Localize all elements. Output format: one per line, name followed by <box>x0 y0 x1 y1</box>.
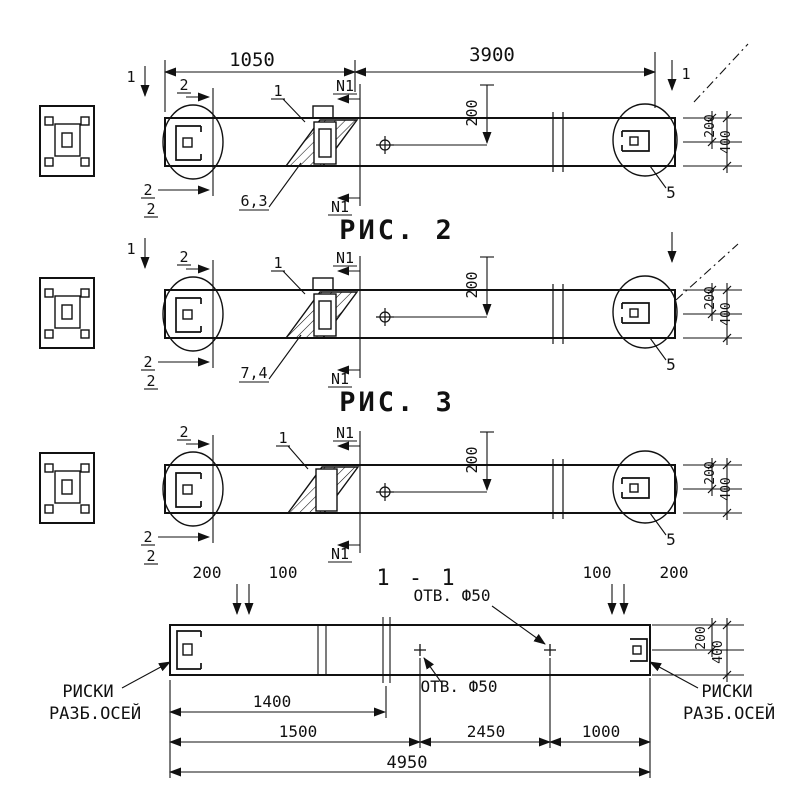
section-title: 1 - 1 <box>376 566 457 591</box>
hole-leader-top <box>491 605 546 645</box>
cut1-left-label: 1 <box>126 68 135 86</box>
dim-3900: 3900 <box>469 44 515 66</box>
dim-1050: 1050 <box>229 49 275 71</box>
axis-leader-left <box>121 661 171 689</box>
dim-mid-200: 200 <box>463 271 481 298</box>
detail1-label: 1 <box>273 254 282 272</box>
hole-leader-bottom <box>423 657 442 683</box>
detail5-label: 5 <box>666 530 676 549</box>
dim-left-100: 100 <box>269 563 298 582</box>
fig3-mid-detail <box>276 445 360 514</box>
dim-1500: 1500 <box>279 722 318 741</box>
cut2-top-label: 2 <box>179 248 188 266</box>
weld-size-label: 7,4 <box>240 364 267 382</box>
dim-right-200: 200 <box>703 461 718 484</box>
dim-right-200: 200 <box>703 286 718 309</box>
cut1-left-label: 1 <box>126 240 135 258</box>
cut2-top-label: 2 <box>179 76 188 94</box>
n1-bottom-label: N1 <box>331 545 349 563</box>
fig1-mid-detail <box>271 98 359 167</box>
hole-center-marks <box>414 644 556 656</box>
axis-label-left-2: РАЗБ.ОСЕЙ <box>49 702 141 724</box>
section-1-1: 1 - 1 200 100 100 200 ОТВ. Ф50 ОТВ. Ф50 … <box>49 563 775 778</box>
axis-label-right-2: РАЗБ.ОСЕЙ <box>683 702 775 724</box>
dim-right-100: 100 <box>583 563 612 582</box>
dim-1000: 1000 <box>582 722 621 741</box>
dim-2450: 2450 <box>467 722 506 741</box>
detail1-label: 1 <box>273 82 282 100</box>
dim-right-400: 400 <box>719 477 734 500</box>
figure-ris2: 1050 3900 1 1 2 2 2 1 N1 N1 6,3 200 5 20… <box>40 43 749 246</box>
hole-label-bottom: ОТВ. Ф50 <box>420 677 497 696</box>
dim-mid-200: 200 <box>463 446 481 473</box>
dim-4950: 4950 <box>387 753 428 773</box>
n1-bottom-label: N1 <box>331 198 349 216</box>
dim-mid-200: 200 <box>463 99 481 126</box>
dim-right-200: 200 <box>703 114 718 137</box>
cut2-bottom-label-a: 2 <box>143 528 152 546</box>
cut2-bottom-label-b: 2 <box>146 200 155 218</box>
section-beam-body <box>169 624 651 676</box>
caption-ris2: РИС. 2 <box>339 215 455 246</box>
weld-size-label: 6,3 <box>240 192 267 210</box>
figure-third: 2 2 2 1 N1 N1 200 5 200 400 <box>40 423 742 565</box>
dim-v-200: 200 <box>694 626 709 649</box>
fig1-top-dims <box>164 52 656 112</box>
fig2-weld-leader <box>239 334 302 383</box>
figure-ris3: 1 2 2 2 1 N1 N1 7,4 200 5 200 400 РИС. 3 <box>40 232 742 418</box>
fig1-weld-leader <box>239 162 302 211</box>
fig1-cut1-arrows <box>140 43 749 103</box>
detail5-label: 5 <box>666 183 676 202</box>
axis-label-right-1: РИСКИ <box>701 682 752 702</box>
caption-ris3: РИС. 3 <box>339 387 455 418</box>
dim-left-200: 200 <box>193 563 222 582</box>
cut2-top-label: 2 <box>179 423 188 441</box>
detail1-label: 1 <box>278 429 287 447</box>
axis-label-left-1: РИСКИ <box>62 682 113 702</box>
dim-right-400: 400 <box>719 130 734 153</box>
hole-label-top: ОТВ. Ф50 <box>413 586 490 605</box>
fig2-cut1-arrows <box>140 232 739 301</box>
n1-top-label: N1 <box>336 424 354 442</box>
dim-right-200: 200 <box>660 563 689 582</box>
cut2-bottom-label-b: 2 <box>146 547 155 565</box>
cut2-bottom-label-b: 2 <box>146 372 155 390</box>
dim-v-400: 400 <box>711 640 726 663</box>
fig2-mid-detail <box>271 270 359 339</box>
dim-right-400: 400 <box>719 302 734 325</box>
detail5-label: 5 <box>666 355 676 374</box>
cut1-right-label: 1 <box>681 65 690 83</box>
n1-top-label: N1 <box>336 77 354 95</box>
dim-1400: 1400 <box>253 692 292 711</box>
cut2-bottom-label-a: 2 <box>143 353 152 371</box>
n1-top-label: N1 <box>336 249 354 267</box>
cut2-bottom-label-a: 2 <box>143 181 152 199</box>
n1-bottom-label: N1 <box>331 370 349 388</box>
